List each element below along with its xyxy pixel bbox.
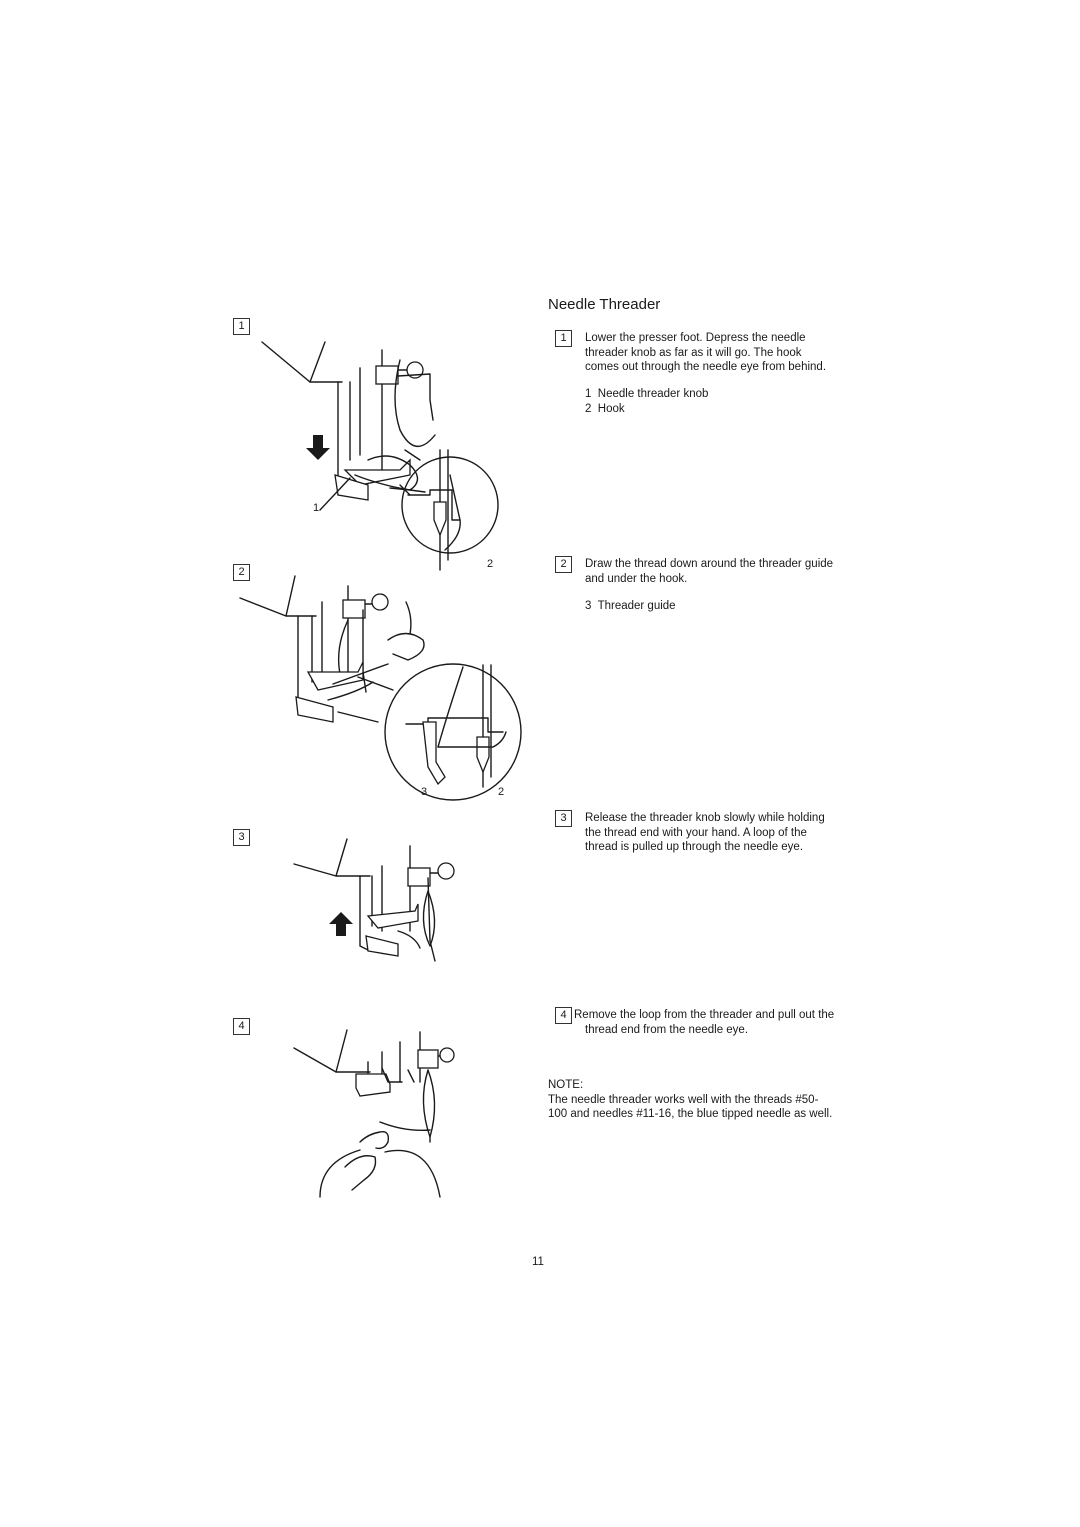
note-line: 100 and needles #11-16, the blue tipped … <box>548 1108 833 1120</box>
figure-1-callout-2: 2 <box>487 558 494 570</box>
step-2-legend: 3 Threader guide <box>585 599 676 614</box>
figure-3-number: 3 <box>233 829 250 846</box>
step-4-line: Remove the loop from the threader and pu… <box>574 1009 835 1021</box>
figure-1-callout-1: 1 <box>313 502 320 514</box>
figure-3-illustration <box>293 838 455 962</box>
figure-2-illustration <box>239 575 522 801</box>
step-2-text: Draw the thread down around the threader… <box>585 557 885 586</box>
step-1-line: threader knob as far as it will go. The … <box>585 346 802 359</box>
step-1-number: 1 <box>555 330 572 347</box>
step-1-line: Lower the presser foot. Depress the need… <box>585 332 806 344</box>
step-4-text: Remove the loop from the threader and pu… <box>574 1008 884 1037</box>
step-1-text: Lower the presser foot. Depress the need… <box>585 331 885 375</box>
step-3-line: the thread end with your hand. A loop of… <box>585 826 807 839</box>
note-label: NOTE: <box>548 1079 584 1091</box>
legend-threader-guide: 3 Threader guide <box>585 600 676 612</box>
step-2-number: 2 <box>555 556 572 573</box>
legend-hook: 2 Hook <box>585 402 625 415</box>
legend-needle-threader-knob: 1 Needle threader knob <box>585 388 709 400</box>
figure-1-number: 1 <box>233 318 250 335</box>
step-2-line: Draw the thread down around the threader… <box>585 558 834 570</box>
figure-4-illustration <box>293 1029 455 1198</box>
figure-2-callout-3: 3 <box>421 786 428 798</box>
step-3-number: 3 <box>555 810 572 827</box>
page-title: Needle Threader <box>548 296 661 313</box>
step-4-number: 4 <box>555 1007 572 1024</box>
figure-4-number: 4 <box>233 1018 250 1035</box>
step-4-line: thread end from the needle eye. <box>585 1023 749 1036</box>
step-2-line: and under the hook. <box>585 572 688 585</box>
step-3-line: Release the threader knob slowly while h… <box>585 812 825 824</box>
note: NOTE: The needle threader works well wit… <box>548 1078 878 1122</box>
note-line: The needle threader works well with the … <box>548 1093 819 1106</box>
page-number: 11 <box>532 1256 544 1268</box>
step-3-line: thread is pulled up through the needle e… <box>585 841 804 853</box>
figure-2-callout-2: 2 <box>498 786 505 798</box>
step-1-line: comes out through the needle eye from be… <box>585 361 827 373</box>
figure-1-illustration <box>261 341 499 571</box>
step-3-text: Release the threader knob slowly while h… <box>585 811 885 855</box>
figure-2-number: 2 <box>233 564 250 581</box>
step-1-legend: 1 Needle threader knob 2 Hook <box>585 387 708 416</box>
